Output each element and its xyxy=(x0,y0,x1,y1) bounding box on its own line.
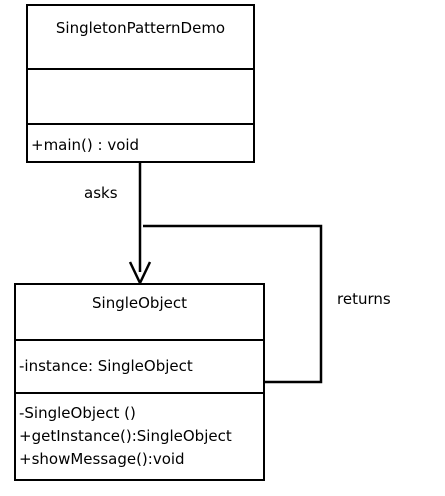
class-single-object: SingleObject -instance: SingleObject -Si… xyxy=(14,283,265,481)
operation-show-message: +showMessage():void xyxy=(19,450,185,468)
asks-label: asks xyxy=(84,184,118,202)
operation-get-instance: +getInstance():SingleObject xyxy=(19,427,232,445)
class-singleton-pattern-demo: SingletonPatternDemo +main() : void xyxy=(26,4,255,163)
operations-compartment: -SingleObject () +getInstance():SingleOb… xyxy=(16,392,263,479)
attributes-compartment: -instance: SingleObject xyxy=(16,339,263,392)
attributes-compartment xyxy=(28,68,253,123)
returns-label: returns xyxy=(337,290,391,308)
class-name-compartment: SingletonPatternDemo xyxy=(28,6,253,68)
returns-connector xyxy=(143,224,323,384)
class-name-compartment: SingleObject xyxy=(16,285,263,339)
class-name: SingletonPatternDemo xyxy=(55,19,226,37)
attribute-instance: -instance: SingleObject xyxy=(19,357,193,375)
operation-constructor: -SingleObject () xyxy=(19,404,136,422)
class-name: SingleObject xyxy=(92,294,187,312)
operation-main: +main() : void xyxy=(31,136,140,154)
operations-compartment: +main() : void xyxy=(28,123,253,161)
